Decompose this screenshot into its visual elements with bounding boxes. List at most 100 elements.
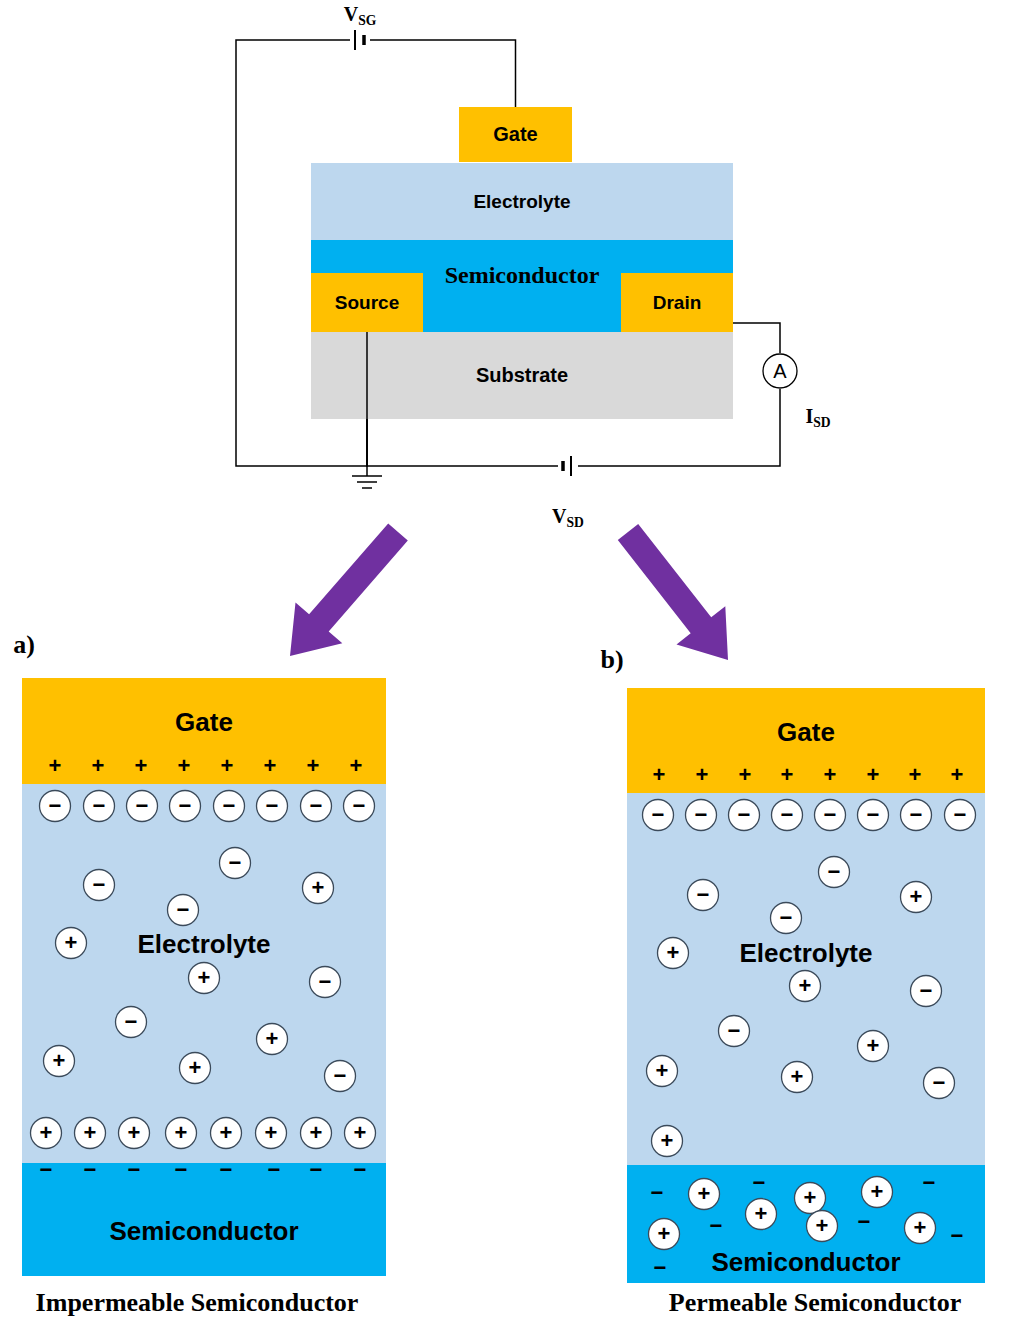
circle-shape xyxy=(686,800,717,831)
charge-sign: + xyxy=(350,754,363,778)
charge-sign: − xyxy=(933,1072,946,1094)
charge-sign: + xyxy=(198,967,211,989)
ion-circle: − xyxy=(727,798,761,832)
circle-shape xyxy=(689,1179,720,1210)
charge-sign: + xyxy=(909,763,922,787)
drain-electrode: Drain xyxy=(621,273,733,332)
pointer-arrow xyxy=(290,524,408,657)
gate-electrode: Gate xyxy=(22,678,386,784)
ion-circle: − xyxy=(308,965,342,999)
charge-sign: − xyxy=(710,1214,723,1238)
charge-sign: − xyxy=(828,861,841,883)
ion-circle: + xyxy=(54,926,88,960)
ion-circle: + xyxy=(860,1175,894,1209)
charge-sign: − xyxy=(268,1158,281,1182)
electrolyte-layer: −−−−−−−−−−−+++−−+++−+Electrolyte xyxy=(627,793,985,1165)
ion-circle: − xyxy=(125,789,159,823)
pointer-arrow xyxy=(618,524,728,660)
charge-sign: − xyxy=(858,1210,871,1234)
circle-shape xyxy=(170,791,201,822)
charge-sign: + xyxy=(264,754,277,778)
node-label: Drain xyxy=(653,292,702,314)
charge-sign: + xyxy=(914,1217,927,1239)
ion-circle: − xyxy=(856,798,890,832)
ion-circle: − xyxy=(342,789,376,823)
ion-circle: + xyxy=(117,1116,151,1150)
ion-circle: + xyxy=(73,1116,107,1150)
circle-shape xyxy=(44,1046,75,1077)
charge-sign: + xyxy=(220,1122,233,1144)
charge-sign: − xyxy=(697,884,710,906)
ion-circle: + xyxy=(656,936,690,970)
charge-sign: − xyxy=(175,1158,188,1182)
charge-sign: − xyxy=(780,907,793,929)
ion-circle: − xyxy=(922,1066,956,1100)
circle-shape xyxy=(772,800,803,831)
ion-circle: − xyxy=(899,798,933,832)
charge-sign: + xyxy=(667,942,680,964)
circle-shape xyxy=(301,791,332,822)
charge-sign: + xyxy=(84,1122,97,1144)
electrolyte-layer: Electrolyte xyxy=(311,163,733,240)
circle-shape xyxy=(905,1213,936,1244)
circle-shape xyxy=(862,1177,893,1208)
charge-sign: + xyxy=(354,1122,367,1144)
circle-shape xyxy=(719,1016,750,1047)
charge-sign: + xyxy=(175,1122,188,1144)
charge-sign: − xyxy=(695,804,708,826)
charge-sign: − xyxy=(651,1181,664,1205)
charge-sign: − xyxy=(125,1011,138,1033)
ion-circle: − xyxy=(82,868,116,902)
charge-sign: + xyxy=(40,1122,53,1144)
ion-circle: + xyxy=(42,1044,76,1078)
circle-shape xyxy=(31,1118,62,1149)
charge-sign: + xyxy=(65,932,78,954)
charge-sign: + xyxy=(49,754,62,778)
charge-sign: + xyxy=(871,1181,884,1203)
circle-shape xyxy=(746,1199,777,1230)
circle-shape xyxy=(168,895,199,926)
circle-shape xyxy=(647,1056,678,1087)
circle-shape xyxy=(649,1219,680,1250)
circle-shape xyxy=(858,800,889,831)
ion-circle: + xyxy=(647,1217,681,1251)
charge-sign: + xyxy=(221,754,234,778)
ion-circle: + xyxy=(805,1209,839,1243)
charge-sign: + xyxy=(755,1203,768,1225)
charge-sign: + xyxy=(791,1066,804,1088)
ion-circle: + xyxy=(744,1197,778,1231)
ground-lead xyxy=(366,466,368,476)
charge-sign: − xyxy=(353,795,366,817)
ion-circle: − xyxy=(255,789,289,823)
charge-sign: + xyxy=(312,877,325,899)
circle-shape xyxy=(257,1024,288,1055)
ion-circle: + xyxy=(301,871,335,905)
charge-sign: − xyxy=(310,795,323,817)
charge-sign: + xyxy=(824,763,837,787)
charge-sign: − xyxy=(128,1158,141,1182)
charge-sign: + xyxy=(265,1122,278,1144)
voltage-label: VSG xyxy=(344,3,377,28)
ion-circle: − xyxy=(166,893,200,927)
charge-sign: − xyxy=(951,1224,964,1248)
charge-sign: + xyxy=(739,763,752,787)
circle-shape xyxy=(84,870,115,901)
panel-letter: a) xyxy=(13,631,35,660)
ion-circle: + xyxy=(645,1054,679,1088)
circle-shape xyxy=(56,928,87,959)
circle-shape xyxy=(116,1007,147,1038)
ground-bar xyxy=(362,487,372,489)
circle-shape xyxy=(310,967,341,998)
charge-sign: − xyxy=(334,1065,347,1087)
circle-shape xyxy=(84,791,115,822)
ion-circle: − xyxy=(114,1005,148,1039)
charge-sign: − xyxy=(728,1020,741,1042)
ion-circle: + xyxy=(903,1211,937,1245)
charge-sign: + xyxy=(867,763,880,787)
node-label: Semiconductor xyxy=(445,262,600,290)
circle-shape xyxy=(807,1211,838,1242)
charge-sign: − xyxy=(229,852,242,874)
ion-circle: − xyxy=(38,789,72,823)
circle-shape xyxy=(345,1118,376,1149)
voltage-label: VSD xyxy=(552,505,584,530)
